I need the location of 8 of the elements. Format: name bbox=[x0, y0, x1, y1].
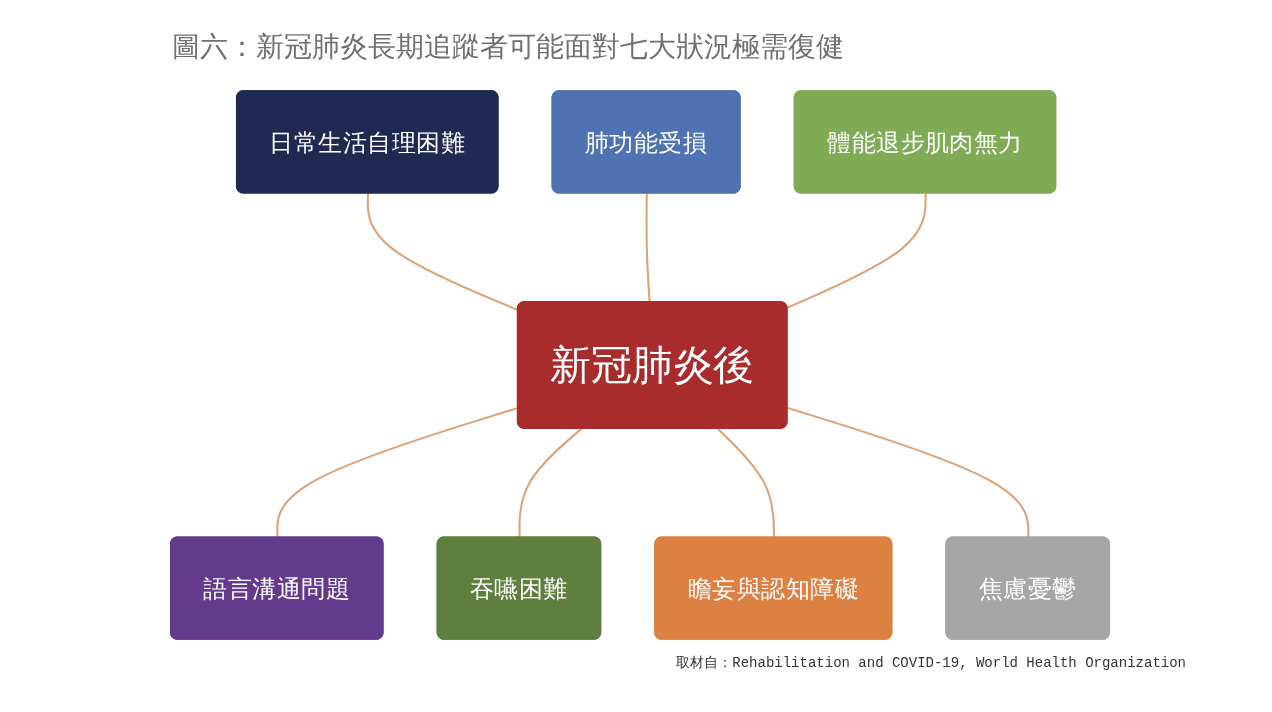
connector bbox=[787, 193, 927, 309]
diagram-title: 圖六：新冠肺炎長期追蹤者可能面對七大狀況極需復健 bbox=[172, 29, 844, 65]
connector bbox=[717, 428, 775, 538]
source-caption: 取材自：Rehabilitation and COVID-19, World Health Organization bbox=[676, 654, 1186, 672]
connector bbox=[518, 428, 582, 538]
connector bbox=[787, 406, 1030, 538]
connector bbox=[645, 193, 651, 303]
connector bbox=[366, 193, 519, 311]
